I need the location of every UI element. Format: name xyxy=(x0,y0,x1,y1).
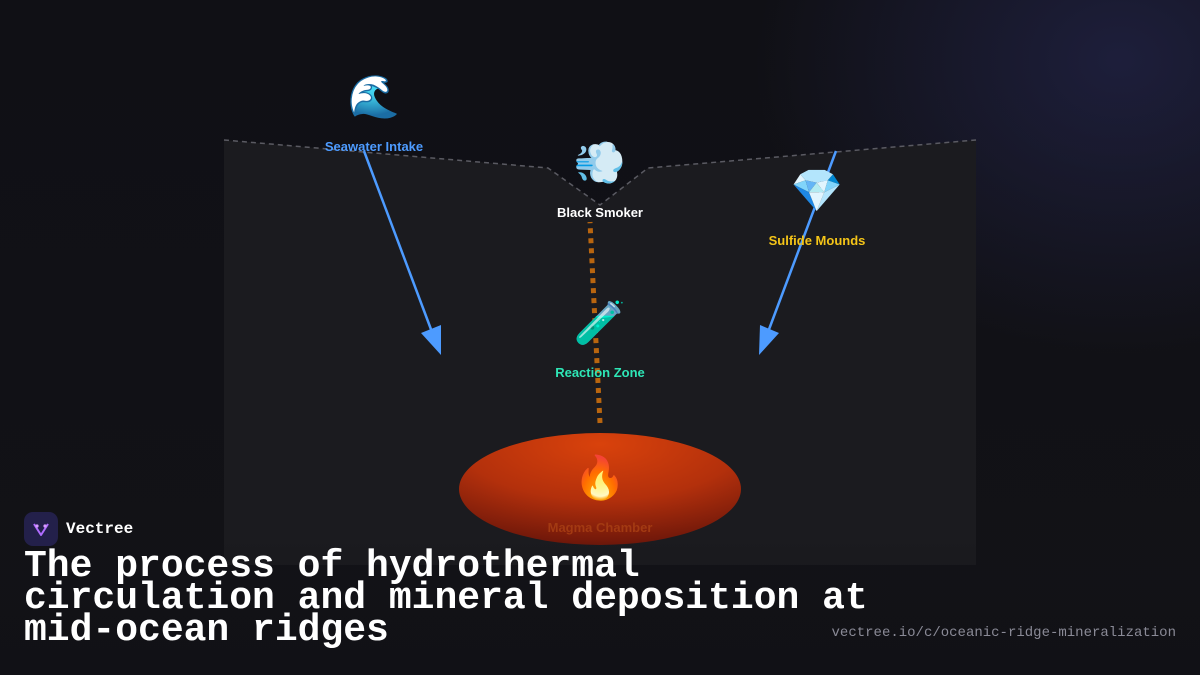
bottom-fade xyxy=(0,540,1200,675)
reaction-zone-label: Reaction Zone xyxy=(555,365,645,380)
downflow-arrow-line xyxy=(362,150,434,333)
page-title: The process of hydrothermal circulation … xyxy=(24,545,868,652)
downflow-arrow-head xyxy=(421,325,441,355)
fire-icon: 🔥 xyxy=(573,454,627,501)
dash-smoke-icon: 💨 xyxy=(573,139,627,186)
brand-name: Vectree xyxy=(66,520,134,538)
test-tube-icon: 🧪 xyxy=(573,299,627,346)
oceanic-crust xyxy=(224,140,976,565)
wave-icon: 🌊 xyxy=(347,73,401,120)
source-url[interactable]: vectree.io/c/oceanic-ridge-mineralizatio… xyxy=(831,625,1176,641)
sulfide-mounds-label: Sulfide Mounds xyxy=(768,233,866,248)
gem-icon: 💎 xyxy=(790,167,844,214)
magma-chamber-shape xyxy=(459,433,741,545)
upflow-arrow-line xyxy=(766,150,838,333)
vectree-logo-icon xyxy=(24,512,58,546)
plume-channel xyxy=(587,221,603,424)
brand: Vectree xyxy=(24,512,133,546)
seawater-intake-label: Seawater Intake xyxy=(324,139,424,154)
magma-chamber-label: Magma Chamber xyxy=(547,520,653,535)
black-smoker-label: Black Smoker xyxy=(557,205,643,220)
seafloor-outline xyxy=(223,139,977,206)
upflow-arrow-head xyxy=(759,325,779,355)
